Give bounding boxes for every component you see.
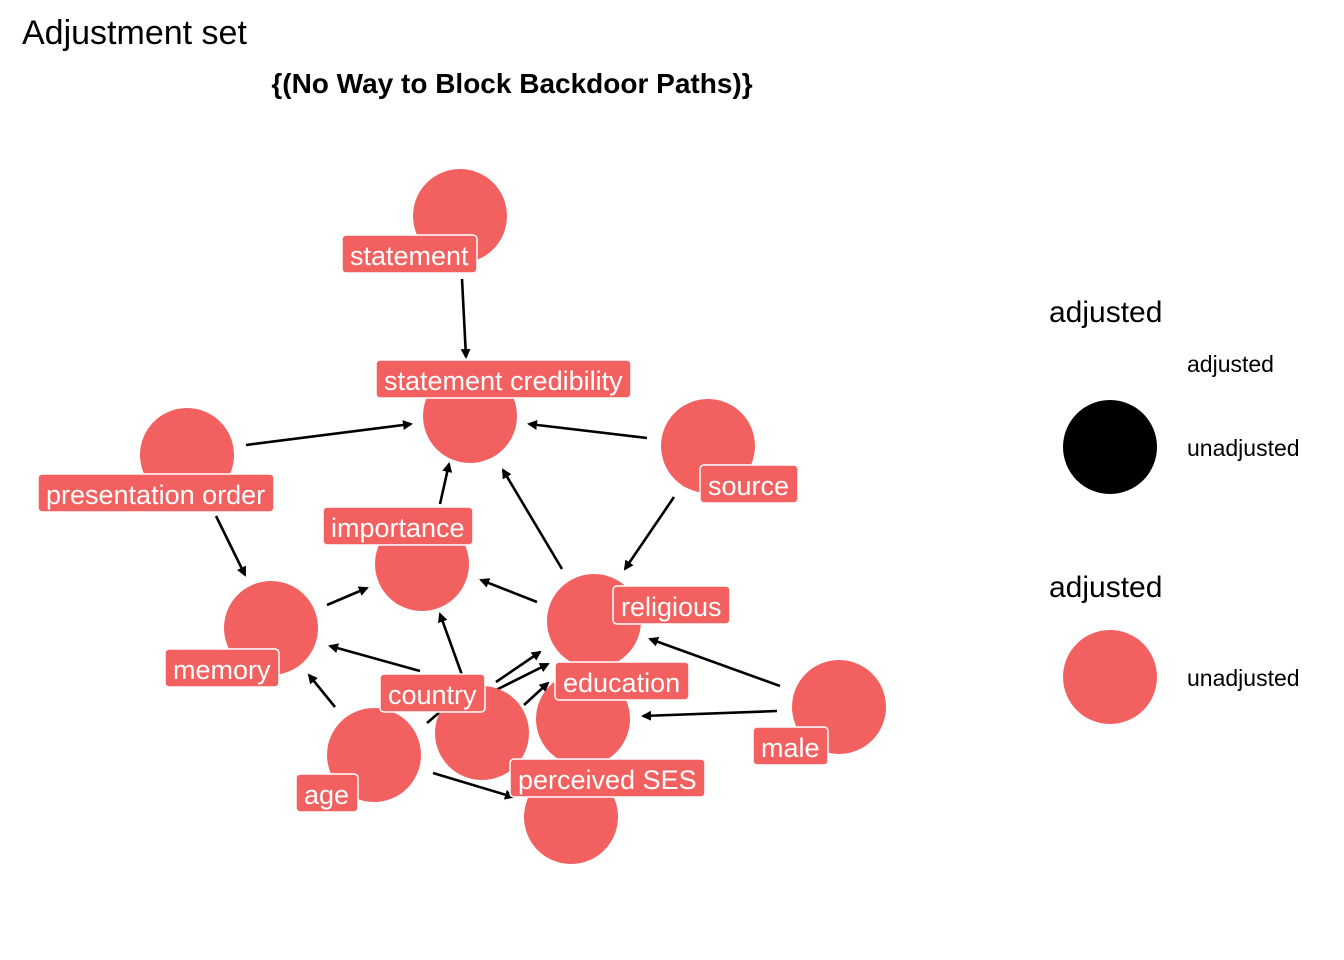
edge-presentation-order-to-memory	[214, 515, 247, 577]
legend-item-unadjusted-label-2: unadjusted	[1187, 665, 1300, 691]
node-label-box-statement	[341, 234, 478, 274]
node-label-text-education: education	[563, 668, 680, 698]
node-label-text-memory: memory	[173, 655, 271, 685]
node-label-box-presentation-order	[37, 473, 275, 513]
node-label-box-religious	[612, 585, 731, 625]
node-label-education: education	[554, 661, 690, 701]
node-label-text-perceived-ses: perceived SES	[518, 765, 697, 795]
legend: adjusted adjusted unadjusted adjusted un…	[1049, 296, 1300, 724]
edges-layer	[214, 278, 781, 800]
node-label-box-memory	[164, 648, 280, 688]
node-label-box-country	[379, 673, 486, 713]
figure-title: Adjustment set	[22, 14, 247, 52]
node-label-religious: religious	[612, 585, 731, 625]
node-label-statement-credibility: statement credibility	[375, 359, 632, 399]
edge-memory-to-importance	[326, 586, 369, 607]
legend-title-1: adjusted	[1049, 296, 1162, 329]
node-label-source: source	[699, 464, 799, 504]
node-label-box-perceived-ses	[509, 758, 706, 798]
edge-statement-to-statement-credibility	[460, 278, 471, 359]
edge-country-to-religious	[495, 650, 542, 684]
node-label-box-importance	[322, 506, 474, 546]
edge-presentation-order-to-statement-credibility	[245, 420, 413, 447]
node-label-box-source	[699, 464, 799, 504]
edge-religious-to-importance	[479, 578, 538, 604]
node-label-text-statement-credibility: statement credibility	[384, 366, 623, 396]
figure-subtitle: {(No Way to Block Backdoor Paths)}	[271, 68, 752, 99]
node-label-text-age: age	[304, 780, 349, 810]
legend-item-unadjusted-label-1: unadjusted	[1187, 435, 1300, 461]
node-label-text-statement: statement	[350, 241, 469, 271]
labels-layer: statement statement credibility presentati…	[37, 234, 829, 813]
legend-swatch-black	[1063, 400, 1157, 494]
node-label-presentation-order: presentation order	[37, 473, 275, 513]
node-label-text-presentation-order: presentation order	[46, 480, 265, 510]
legend-title-2: adjusted	[1049, 571, 1162, 604]
node-label-text-religious: religious	[621, 592, 722, 622]
edge-importance-to-statement-credibility	[438, 462, 453, 505]
edge-age-to-perceived-ses	[432, 771, 515, 800]
node-label-box-age	[295, 773, 359, 813]
edge-source-to-religious	[623, 496, 676, 571]
legend-item-adjusted-label: adjusted	[1187, 351, 1274, 377]
node-label-age: age	[295, 773, 359, 813]
node-label-box-male	[752, 726, 829, 766]
node-label-text-source: source	[708, 471, 789, 501]
node-label-male: male	[752, 726, 829, 766]
node-label-perceived-ses: perceived SES	[509, 758, 706, 798]
node-label-box-statement-credibility	[375, 359, 632, 399]
edge-religious-to-statement-credibility	[501, 468, 564, 570]
edge-country-to-education	[495, 662, 550, 692]
node-label-text-importance: importance	[331, 513, 465, 543]
node-label-text-country: country	[388, 680, 477, 710]
edge-country-to-memory	[328, 643, 421, 673]
node-label-memory: memory	[164, 648, 280, 688]
node-label-country: country	[379, 673, 486, 713]
edge-age-to-memory	[307, 673, 337, 708]
legend-swatch-red	[1063, 630, 1157, 724]
edge-age-to-religious	[523, 681, 550, 706]
node-label-importance: importance	[322, 506, 474, 546]
edge-country-to-importance	[438, 612, 464, 676]
node-label-statement: statement	[341, 234, 478, 274]
edge-source-to-statement-credibility	[527, 419, 648, 440]
edge-male-to-education	[641, 709, 778, 721]
node-label-text-male: male	[761, 733, 820, 763]
node-label-box-education	[554, 661, 690, 701]
edge-male-to-religious	[648, 637, 781, 688]
